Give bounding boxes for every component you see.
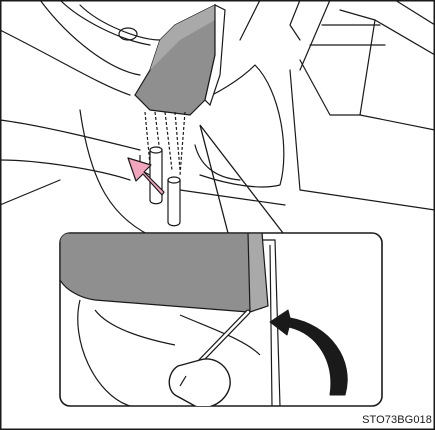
detail-inset	[60, 233, 382, 408]
figure-code-label: STO73BG018	[362, 414, 432, 427]
